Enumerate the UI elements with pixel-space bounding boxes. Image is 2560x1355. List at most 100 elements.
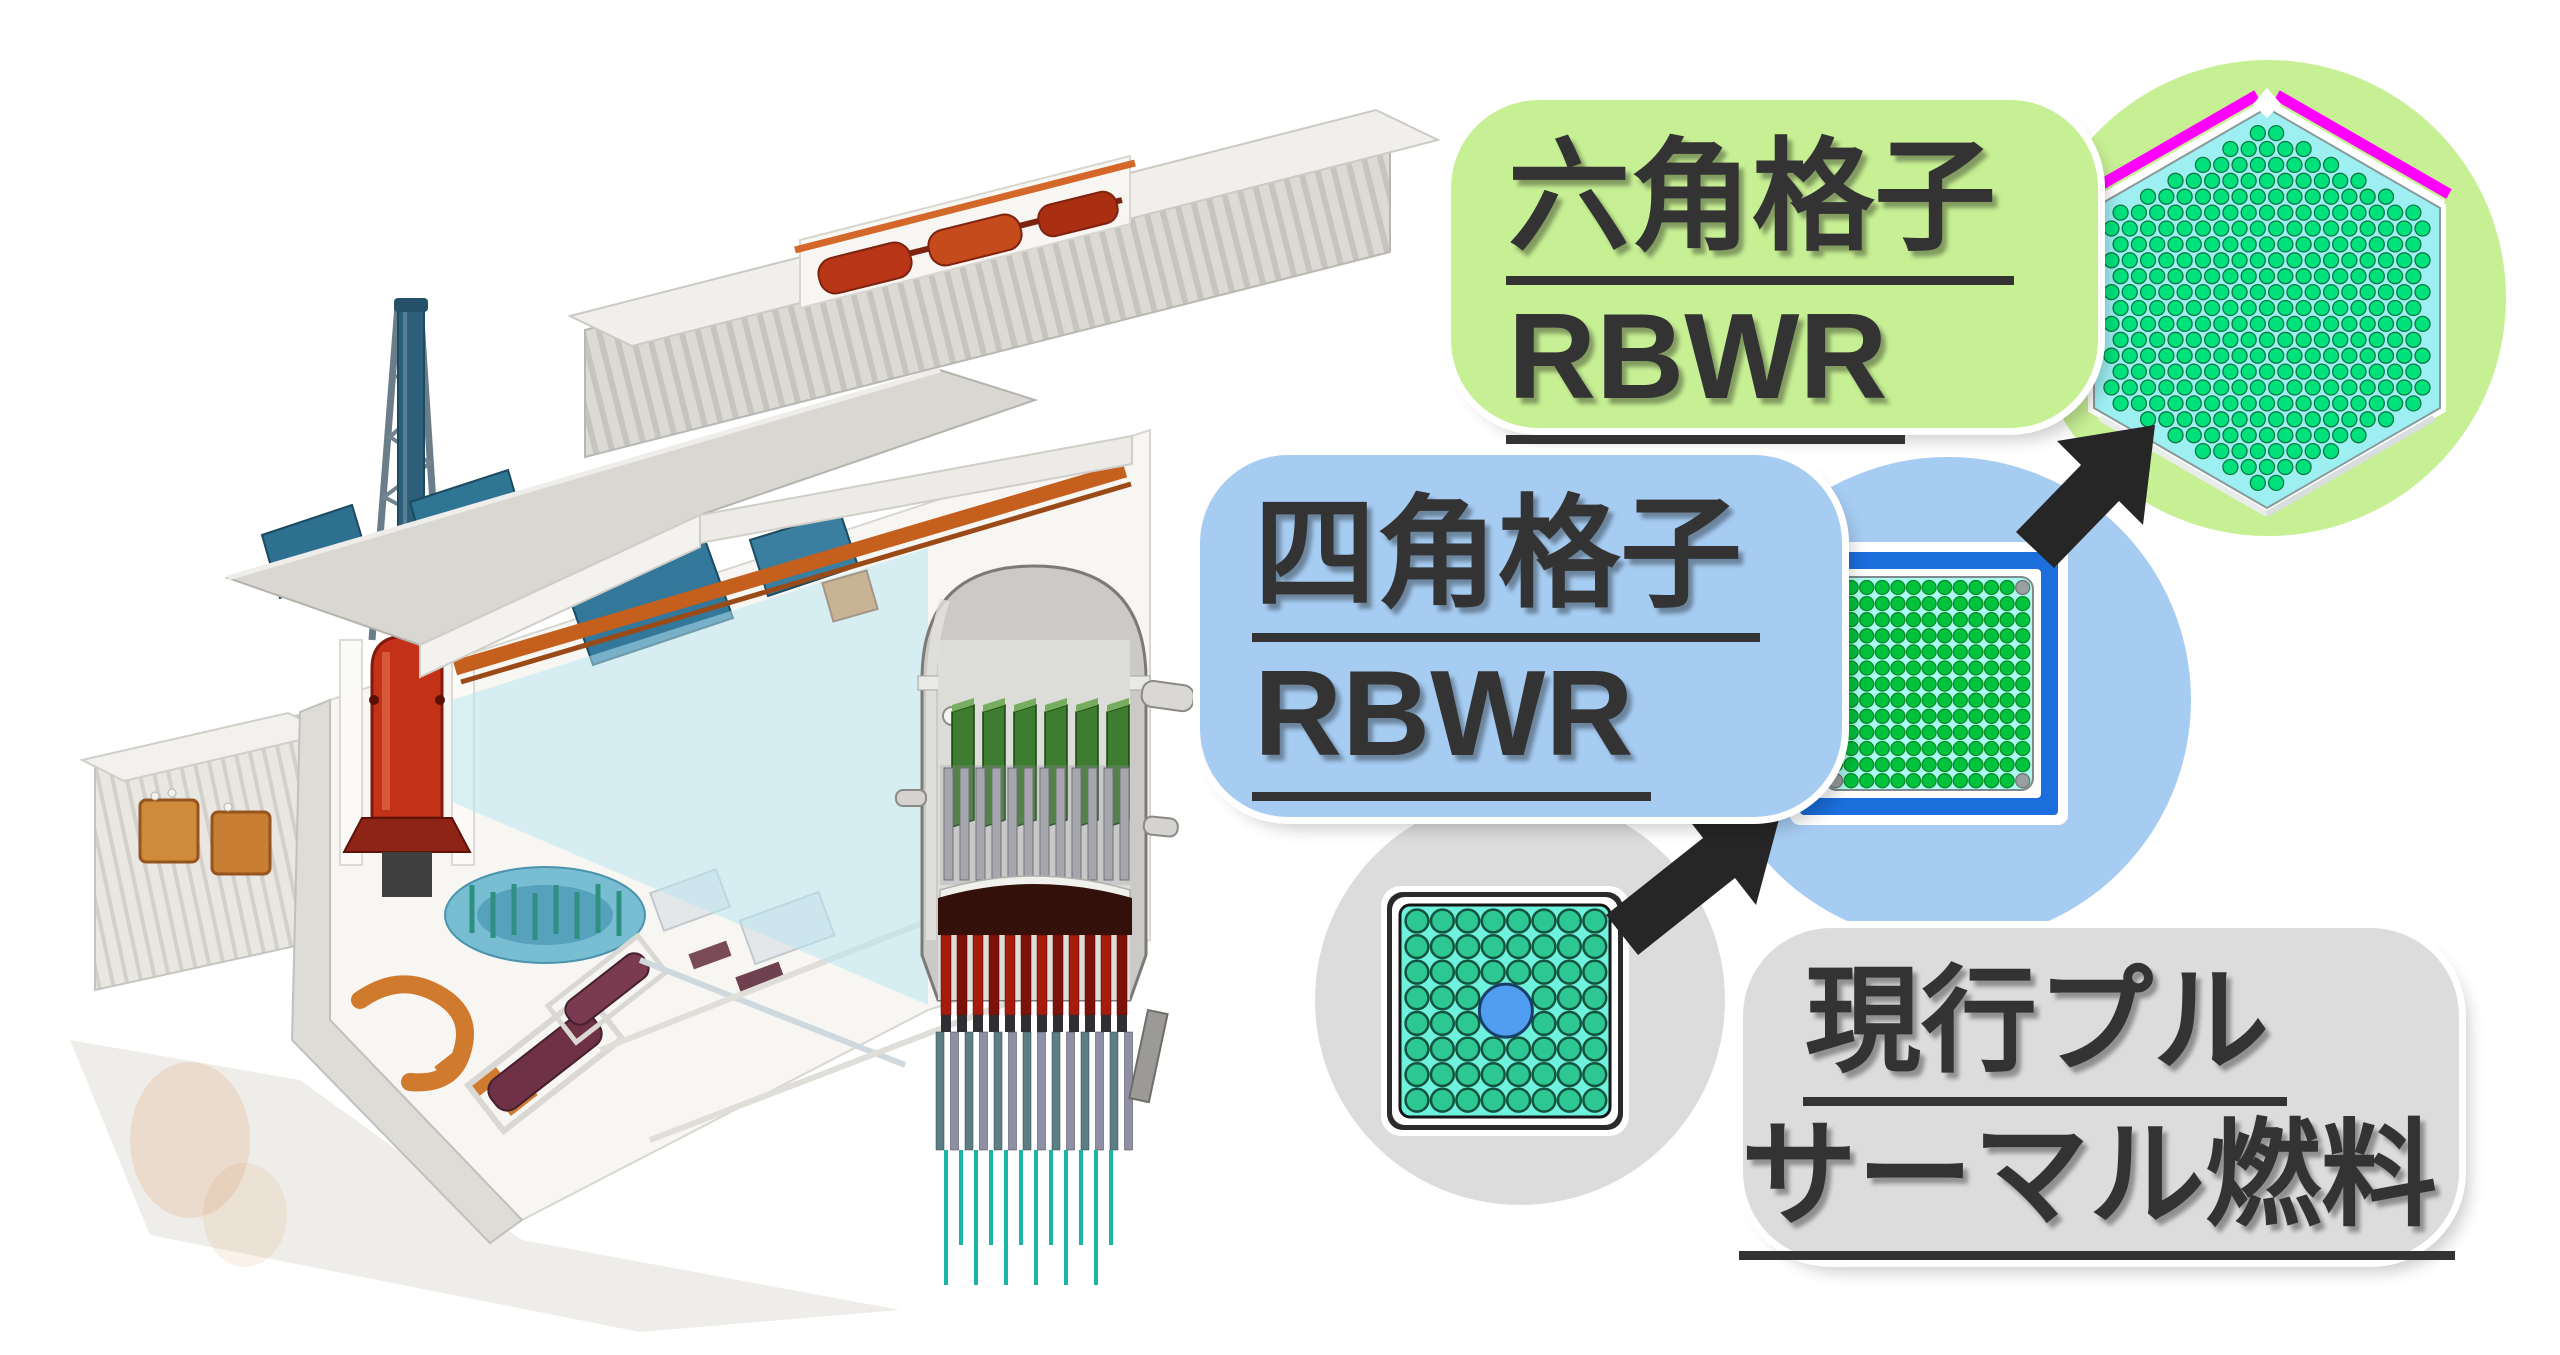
reactor-pressure-vessel <box>895 564 1195 1285</box>
fuel-pin <box>1874 773 1890 789</box>
fuel-pin <box>2222 458 2239 476</box>
hall-fascia <box>419 513 701 679</box>
fuel-pin <box>2313 363 2331 380</box>
fuel-pin <box>1859 740 1875 757</box>
fuel-pin <box>2249 156 2267 174</box>
fuel-pin <box>1921 612 1937 628</box>
fuel-pin <box>2240 331 2257 348</box>
crd-tube <box>1037 1031 1046 1151</box>
rpv-drain-pipe <box>1128 1008 1169 1104</box>
fuel-pin <box>1905 692 1922 708</box>
fuel-pin <box>1480 1036 1506 1062</box>
equipment-bit <box>735 961 785 995</box>
fuel-pin <box>2240 236 2257 253</box>
fuel-pin <box>2158 188 2175 205</box>
fuel-pin <box>2313 395 2331 412</box>
fuel-pin <box>1843 628 1859 644</box>
fuel-pin <box>2258 458 2276 476</box>
fuel-pin <box>2249 442 2267 460</box>
fuel-pin <box>2231 379 2248 396</box>
crd-housings <box>469 884 622 940</box>
fuel-pin-grid <box>2103 124 2431 492</box>
fuel-pin <box>1999 612 2015 628</box>
fuel-pin <box>2405 363 2422 380</box>
fuel-pin <box>2359 347 2376 364</box>
crd-cap <box>1069 1015 1079 1032</box>
fuel-pin <box>1556 959 1583 985</box>
fuel-pin <box>1556 1061 1583 1088</box>
fuel-pin <box>2130 299 2148 317</box>
fuel-pin <box>2130 268 2148 285</box>
fuel-pin <box>1890 773 1906 789</box>
fuel-pin <box>2267 124 2285 142</box>
fuel-pin <box>1843 579 1859 596</box>
fuel-pin <box>1505 1036 1532 1062</box>
hex-top-notch <box>2253 88 2281 118</box>
fuel-bundle <box>988 934 1000 1016</box>
fuel-pin <box>2176 347 2193 364</box>
fuel-pin <box>2405 395 2422 412</box>
ground-stain <box>203 1163 287 1267</box>
fuel-pin <box>1890 660 1906 676</box>
fuel-pin <box>2185 331 2202 348</box>
fuel-pin <box>2414 283 2431 301</box>
fuel-pin <box>2414 220 2431 237</box>
fuel-bundle <box>1004 934 1016 1016</box>
fuel-pin <box>2258 427 2276 444</box>
fuel-pin-grid <box>1827 579 2031 789</box>
fuel-pin <box>2295 236 2312 253</box>
fuel-bundle <box>1036 934 1048 1016</box>
fuel-pin <box>2295 204 2312 221</box>
fuel-pin <box>2396 252 2413 269</box>
fuel-pin <box>1937 773 1953 789</box>
fuel-pin <box>2332 299 2349 317</box>
fuel-pin <box>1505 1087 1532 1113</box>
fuel-pin <box>1556 933 1583 960</box>
fuel-pin <box>2258 140 2276 158</box>
fuel-pin <box>2203 427 2221 444</box>
fuel-pin <box>1952 644 1968 660</box>
fuel-pin <box>1921 724 1937 741</box>
fuel-pin <box>2121 283 2138 301</box>
fuel-pin <box>2277 172 2294 189</box>
fuel-pin <box>2231 220 2248 237</box>
fuel-pin <box>1921 740 1937 757</box>
fuel-pin <box>2139 411 2157 428</box>
crd-tube <box>993 1031 1003 1151</box>
fuel-pin <box>2222 236 2239 253</box>
fuel-pin <box>1952 660 1968 676</box>
fuel-pin <box>2304 156 2321 174</box>
fuel-pin <box>2176 220 2193 237</box>
fuel-pin <box>2286 411 2303 428</box>
fuel-pin <box>2139 220 2157 237</box>
fuel-pin <box>1999 773 2015 789</box>
fuel-pin <box>2377 411 2395 428</box>
fuel-pin <box>2213 283 2230 301</box>
fuel-pin <box>1874 676 1890 692</box>
fuel-pin <box>2240 395 2257 412</box>
fuel-pin <box>1874 740 1890 757</box>
dryer-panel-top <box>1076 698 1098 712</box>
fuel-bundle <box>1084 934 1096 1016</box>
fuel-pin <box>1556 985 1583 1011</box>
fuel-bundle <box>940 934 952 1016</box>
crd-cap <box>989 1015 999 1032</box>
fuel-pin <box>1999 740 2015 757</box>
fuel-pin <box>2258 236 2276 253</box>
fuel-pin <box>2112 331 2129 348</box>
fuel-pin <box>1404 933 1430 960</box>
fuel-pin <box>1505 959 1532 985</box>
fuel-pin <box>1999 756 2015 773</box>
fuel-bundle <box>956 934 968 1016</box>
fuel-pin <box>2158 252 2175 269</box>
standpipes <box>943 767 1130 881</box>
dryer-panel-top <box>1014 698 1036 712</box>
fuel-pin <box>1968 708 1984 724</box>
fuel-pin <box>2414 379 2431 396</box>
fuel-pin <box>1404 1010 1430 1037</box>
fuel-pin <box>2414 315 2431 333</box>
ground <box>70 1040 900 1332</box>
fuel-pin <box>1905 676 1922 692</box>
fuel-pin <box>1952 579 1968 596</box>
